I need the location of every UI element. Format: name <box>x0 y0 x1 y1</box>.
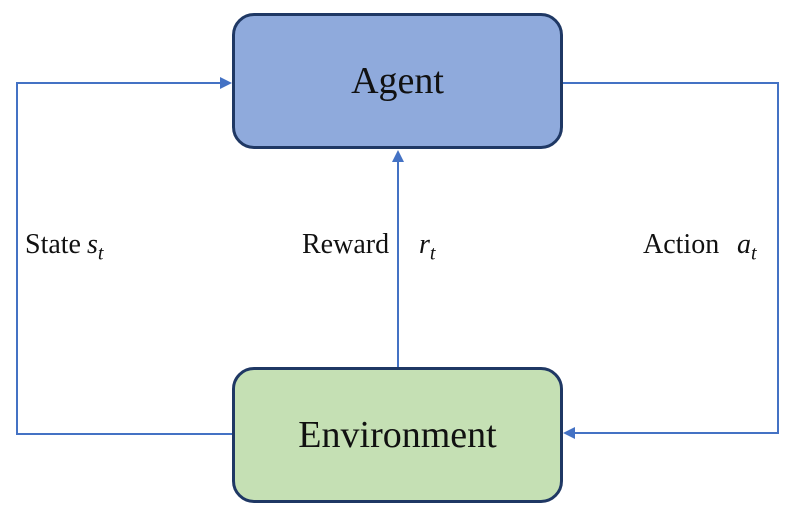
state-edge-vertical-line <box>16 83 18 434</box>
reward-symbol: rt <box>419 229 436 265</box>
action-symbol-subscript: t <box>751 242 757 265</box>
action-edge-vertical-line <box>777 82 779 433</box>
state-arrowhead-icon <box>220 77 232 89</box>
state-edge-bottom-horizontal-line <box>16 433 232 435</box>
reward-symbol-subscript: t <box>429 242 436 265</box>
state-edge-top-horizontal-line <box>16 82 222 84</box>
action-edge-label: Action <box>643 229 720 260</box>
state-symbol-subscript: t <box>97 242 104 265</box>
action-arrowhead-icon <box>563 427 575 439</box>
agent-node-label: Agent <box>351 60 444 102</box>
reward-edge-vertical-line <box>397 162 399 367</box>
action-edge-bottom-horizontal-line <box>575 432 779 434</box>
state-symbol: st <box>87 229 104 265</box>
environment-node: Environment <box>232 367 563 503</box>
action-symbol: at <box>737 229 757 265</box>
agent-node: Agent <box>232 13 563 149</box>
state-edge-label: State <box>25 229 81 260</box>
reward-edge-label: Reward <box>302 229 390 260</box>
action-edge-top-horizontal-line <box>563 82 779 84</box>
environment-node-label: Environment <box>298 414 497 456</box>
reward-arrowhead-icon <box>392 150 404 162</box>
